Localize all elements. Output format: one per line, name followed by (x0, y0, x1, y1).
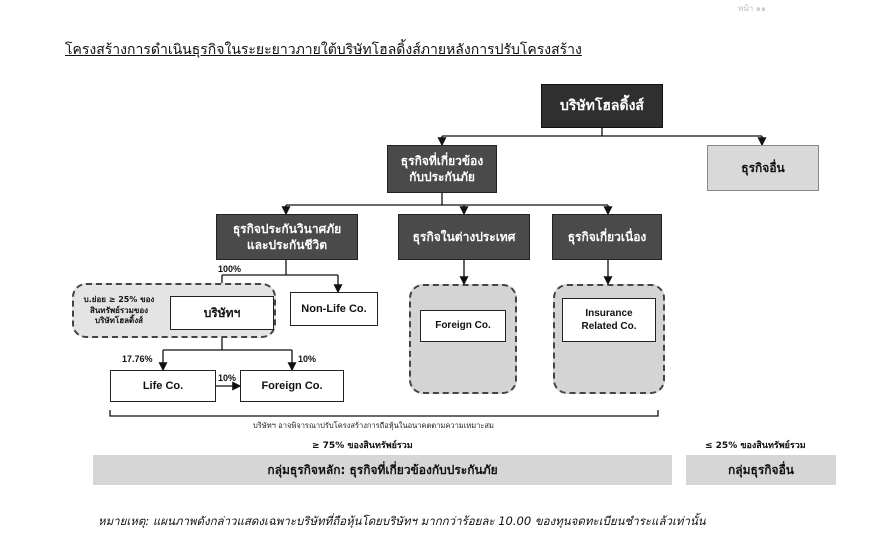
core-group-threshold: ≥ 75% ของสินทรัพย์รวม (312, 441, 413, 451)
company-stake-label: 100% (218, 264, 242, 274)
foreign-co-node: Foreign Co. (240, 370, 344, 402)
foreign-co-overseas-node: Foreign Co. (420, 310, 506, 342)
insurance-related-co-node: Insurance Related Co. (562, 298, 656, 342)
life-to-foreign-stake-label: 10% (218, 373, 237, 383)
nonlife-life-business-label: ธุรกิจประกันวินาศภัย และประกันชีวิต (232, 221, 342, 252)
restructure-note: บริษัทฯ อาจพิจารณาปรับโครงสร้างการถือหุ้… (253, 421, 494, 430)
other-business-node: ธุรกิจอื่น (707, 145, 819, 191)
holding-company-node: บริษัทโฮลดิ้งส์ (541, 84, 663, 128)
page-title: โครงสร้างการดำเนินธุรกิจในระยะยาวภายใต้บ… (65, 42, 582, 58)
foreign-co-label: Foreign Co. (261, 379, 323, 392)
foreign-co-overseas-label: Foreign Co. (435, 320, 491, 332)
other-business-label: ธุรกิจอื่น (741, 160, 785, 175)
core-group-label: กลุ่มธุรกิจหลัก: ธุรกิจที่เกี่ยวข้องกับป… (267, 462, 498, 477)
life-co-node: Life Co. (110, 370, 216, 402)
subsidiary-threshold-note: บ.ย่อย ≥ 25% ของ สินทรัพย์รวมของ บริษัทโ… (76, 286, 162, 336)
nonlife-co-node: Non-Life Co. (290, 292, 378, 326)
other-group-threshold: ≤ 25% ของสินทรัพย์รวม (705, 441, 806, 451)
company-node: บริษัทฯ (170, 296, 274, 330)
core-group-band: กลุ่มธุรกิจหลัก: ธุรกิจที่เกี่ยวข้องกับป… (93, 455, 672, 485)
corner-mark: หน้า ๑๑ (738, 4, 766, 13)
related-business-node: ธุรกิจเกี่ยวเนื่อง (552, 214, 662, 260)
related-business-label: ธุรกิจเกี่ยวเนื่อง (567, 229, 647, 244)
subsidiary-threshold-label: บ.ย่อย ≥ 25% ของ สินทรัพย์รวมของ บริษัทโ… (83, 295, 155, 326)
overseas-business-node: ธุรกิจในต่างประเทศ (398, 214, 530, 260)
foreign-stake-label: 10% (298, 354, 317, 364)
other-group-label: กลุ่มธุรกิจอื่น (727, 462, 794, 477)
life-co-label: Life Co. (142, 379, 184, 392)
footnote: หมายเหตุ: แผนภาพดังกล่าวแสดงเฉพาะบริษัทท… (98, 514, 706, 528)
nonlife-life-business-node: ธุรกิจประกันวินาศภัย และประกันชีวิต (216, 214, 358, 260)
overseas-business-label: ธุรกิจในต่างประเทศ (412, 229, 516, 244)
other-group-band: กลุ่มธุรกิจอื่น (686, 455, 836, 485)
insurance-related-label: ธุรกิจที่เกี่ยวข้อง กับประกันภัย (400, 153, 484, 184)
core-bracket (109, 410, 659, 417)
insurance-related-node: ธุรกิจที่เกี่ยวข้อง กับประกันภัย (387, 145, 497, 193)
life-stake-label: 17.76% (122, 354, 153, 364)
insurance-related-co-label: Insurance Related Co. (581, 307, 637, 333)
holding-company-label: บริษัทโฮลดิ้งส์ (560, 97, 644, 114)
company-label: บริษัทฯ (203, 305, 241, 320)
nonlife-co-label: Non-Life Co. (301, 302, 367, 315)
